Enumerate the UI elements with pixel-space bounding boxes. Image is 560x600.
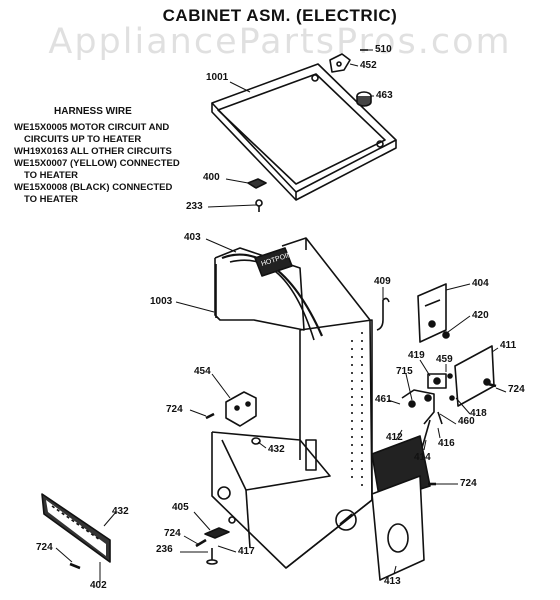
callout-418: 418 <box>470 408 487 419</box>
callout-411: 411 <box>500 340 517 351</box>
harness-line: WE15X0008 (BLACK) CONNECTED <box>14 182 173 193</box>
callout-413: 413 <box>384 576 401 587</box>
top-panel-1001 <box>211 63 397 201</box>
cover-411 <box>454 345 495 407</box>
bracket-454 <box>225 391 257 427</box>
callout-402: 402 <box>90 580 107 591</box>
diagram-title: CABINET ASM. (ELECTRIC) <box>162 6 398 25</box>
callout-417: 417 <box>238 546 255 557</box>
harness-line: CIRCUITS UP TO HEATER <box>24 134 142 145</box>
callout-724: 724 <box>460 478 477 489</box>
callout-715: 715 <box>396 366 413 377</box>
wire-clip-409 <box>376 297 390 331</box>
harness-line: TO HEATER <box>24 170 79 181</box>
harness-wire-legend: HARNESS WIRE WE15X0005 MOTOR CIRCUIT AND… <box>14 106 224 206</box>
callout-236: 236 <box>156 544 173 555</box>
callout-400: 400 <box>203 172 220 183</box>
callout-1001: 1001 <box>206 72 229 83</box>
callout-409: 409 <box>374 276 391 287</box>
callout-724: 724 <box>36 542 53 553</box>
callout-403: 403 <box>184 232 201 243</box>
foot-236 <box>206 548 218 565</box>
callout-459: 459 <box>436 354 453 365</box>
harness-line: WE15X0007 (YELLOW) CONNECTED <box>14 158 180 169</box>
callout-416: 416 <box>438 438 455 449</box>
screw-233 <box>255 199 263 212</box>
harness-line: WH19X0163 ALL OTHER CIRCUITS <box>14 146 172 157</box>
callout-414: 414 <box>414 452 431 463</box>
watermark: AppliancePartsPros.com <box>48 22 512 62</box>
callout-404: 404 <box>472 278 489 289</box>
callout-1003: 1003 <box>150 296 173 307</box>
screw-724 <box>205 412 215 420</box>
callout-432: 432 <box>112 506 129 517</box>
grommet-432 <box>251 437 261 445</box>
screw-724 <box>487 382 497 388</box>
callout-724: 724 <box>166 404 183 415</box>
callout-460: 460 <box>458 416 475 427</box>
screw-724 <box>195 538 207 548</box>
callout-419: 419 <box>408 350 425 361</box>
callout-233: 233 <box>186 201 203 212</box>
harness-wire-title: HARNESS WIRE <box>54 106 132 117</box>
callout-724: 724 <box>164 528 181 539</box>
callout-405: 405 <box>172 502 189 513</box>
toe-kick-402 <box>41 493 111 563</box>
callout-724: 724 <box>508 384 525 395</box>
callout-420: 420 <box>472 310 489 321</box>
callout-463: 463 <box>376 90 393 101</box>
bracket-405 <box>204 527 230 539</box>
callout-412: 412 <box>386 432 403 443</box>
callout-454: 454 <box>194 366 211 377</box>
terminal-block-419 <box>427 373 453 389</box>
clip-400 <box>247 178 267 189</box>
callout-510: 510 <box>375 44 392 55</box>
cabinet-body <box>211 237 373 569</box>
screw-724 <box>69 562 81 570</box>
harness-line: WE15X0005 MOTOR CIRCUIT AND <box>14 122 170 133</box>
callout-432: 432 <box>268 444 285 455</box>
plate-404 <box>417 283 447 343</box>
screw-420 <box>442 331 450 339</box>
harness-line: TO HEATER <box>24 194 79 205</box>
callout-452: 452 <box>360 60 377 71</box>
rear-panel-413 <box>371 475 425 581</box>
callout-461: 461 <box>375 394 392 405</box>
leader-lines <box>55 49 507 582</box>
grommet-463 <box>356 91 372 107</box>
